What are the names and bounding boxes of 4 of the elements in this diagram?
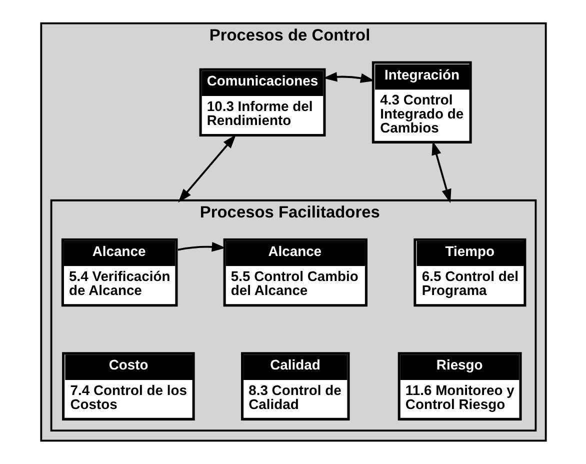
arrow — [178, 134, 236, 203]
arrow — [431, 141, 451, 204]
arrow — [177, 242, 226, 252]
arrow — [322, 72, 374, 83]
